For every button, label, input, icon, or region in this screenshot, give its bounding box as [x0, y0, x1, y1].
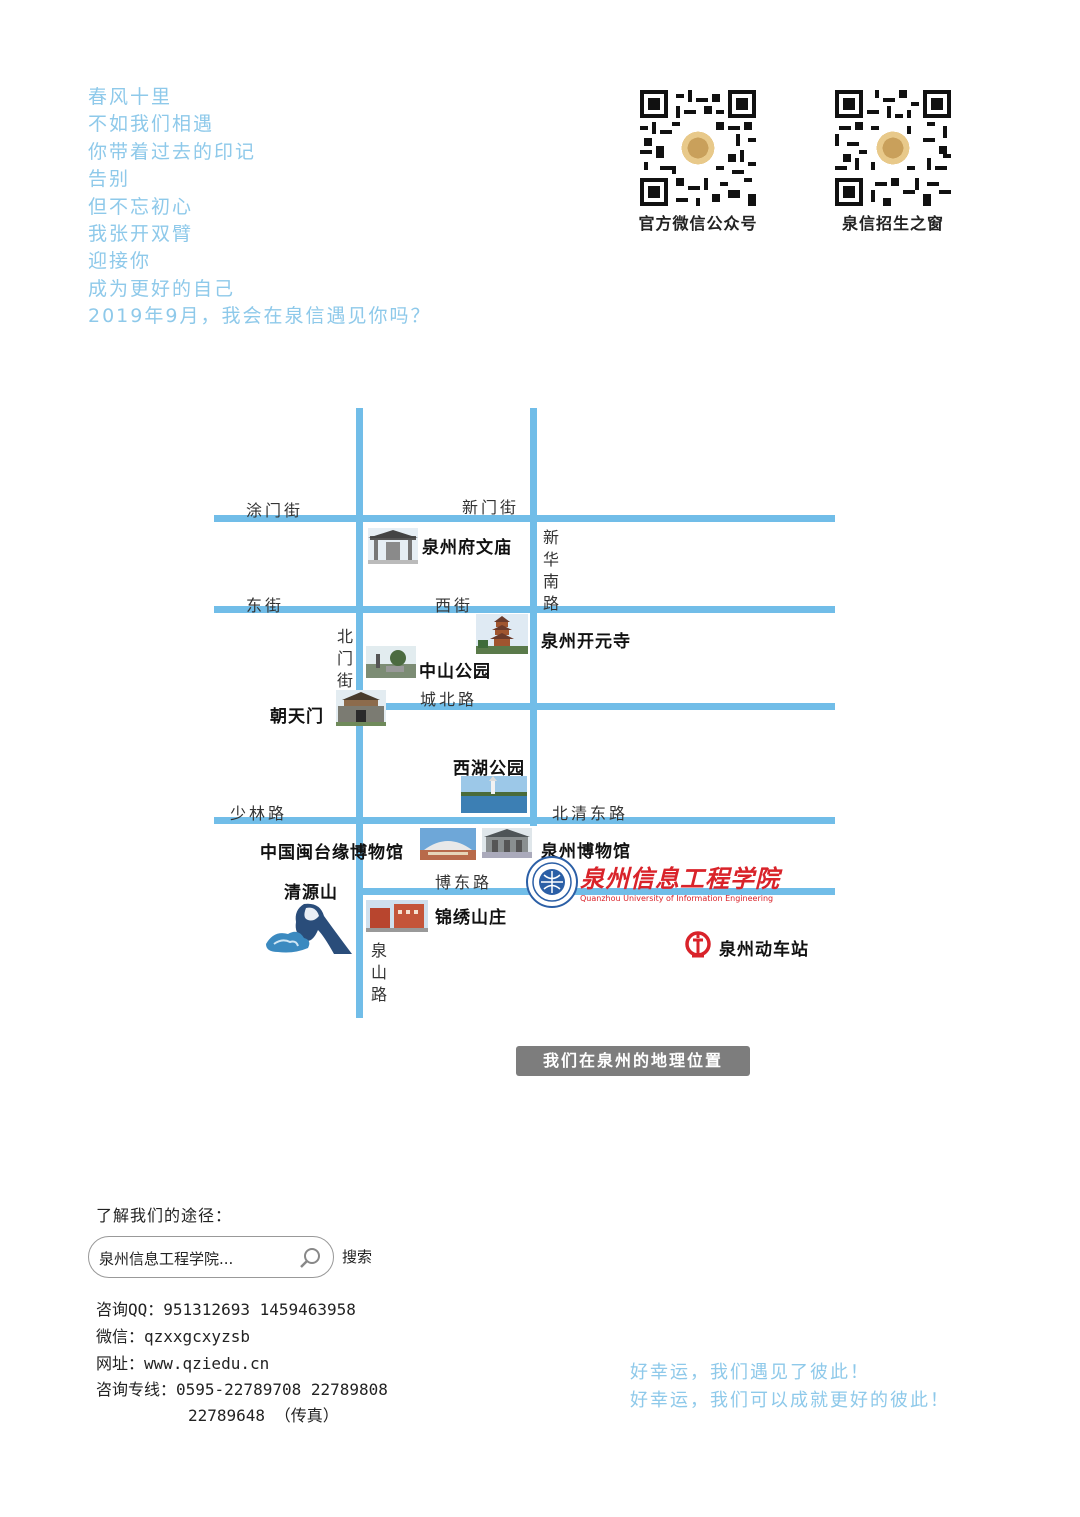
qingyuan-illustration [264, 900, 354, 958]
road-label: 北清东路 [552, 804, 629, 823]
search-button[interactable]: 搜索 [342, 1248, 373, 1266]
poem-line: 迎接你 [88, 250, 152, 273]
road-chengbei [372, 703, 835, 710]
place-label: 泉州府文庙 [422, 538, 512, 558]
road-label: 城北路 [420, 690, 478, 709]
road-label: 泉山路 [370, 941, 387, 1004]
road-label: 少林路 [230, 804, 288, 823]
road-dong-xi [214, 606, 835, 613]
road-label: 新华南路 [542, 528, 559, 613]
search-input[interactable]: 泉州信息工程学院... [99, 1250, 234, 1268]
jinxiu-photo [366, 900, 428, 932]
poem-line: 成为更好的自己 [88, 277, 236, 300]
qr-caption: 泉信招生之窗 [841, 214, 944, 233]
place-label: 泉州开元寺 [541, 632, 631, 652]
poem-line: 不如我们相遇 [88, 113, 215, 136]
road-label: 涂门街 [246, 501, 304, 520]
road-tumen [214, 515, 835, 522]
poem-line: 2019年9月，我会在泉信遇见你吗？ [88, 305, 432, 328]
place-label: 中山公园 [419, 662, 491, 682]
place-label: 泉州动车站 [719, 940, 809, 960]
road-bodong [362, 888, 835, 895]
location-banner: 我们在泉州的地理位置 [516, 1046, 750, 1076]
road-label: 北门街 [336, 627, 353, 690]
qr-admissions[interactable]: 泉信招生之窗 [835, 90, 955, 234]
contact-fax: 22789648 （传真） [188, 1406, 339, 1425]
kaiyuan-photo [476, 614, 528, 654]
school-emblem [526, 856, 578, 908]
qr-caption: 官方微信公众号 [638, 214, 758, 233]
blessing-line: 好幸运，我们可以成就更好的彼此！ [630, 1390, 950, 1411]
contact-hotline: 咨询专线：0595-22789708 22789808 [96, 1380, 388, 1399]
road-xinhua [530, 408, 537, 826]
railway-icon [684, 930, 712, 960]
contact-wechat: 微信：qzxxgcxyzsb [96, 1327, 250, 1346]
road-label: 西街 [435, 596, 474, 615]
mintai-photo [420, 828, 476, 860]
blessing-line: 好幸运，我们遇见了彼此！ [630, 1362, 870, 1383]
search-box[interactable]: 泉州信息工程学院... [88, 1236, 334, 1278]
school-name-cn: 泉州信息工程学院 [580, 864, 780, 893]
place-label: 锦绣山庄 [435, 908, 507, 928]
chaotianmen-photo [336, 690, 386, 726]
road-label: 博东路 [435, 873, 493, 892]
xihu-photo [461, 776, 527, 813]
road-label: 东街 [246, 596, 285, 615]
contact-heading: 了解我们的途径： [96, 1206, 233, 1225]
poem: 春风十里 不如我们相遇 你带着过去的印记 告别 但不忘初心 我张开双臂 迎接你 … [88, 84, 431, 331]
place-label: 西湖公园 [453, 759, 525, 779]
qr-official-wechat[interactable]: 官方微信公众号 [638, 90, 760, 234]
road-label: 新门街 [462, 498, 520, 517]
place-label: 中国闽台缘博物馆 [260, 843, 404, 863]
qr-code-icon [640, 90, 756, 206]
quanzhou-museum-photo [482, 828, 532, 858]
place-label: 清源山 [284, 883, 338, 903]
place-label: 泉州博物馆 [541, 842, 631, 862]
location-map: 涂门街 新门街 东街 西街 新华南路 北门街 城北路 少林路 北清东路 博东路 … [214, 408, 835, 1018]
qr-code-icon [835, 90, 951, 206]
search-icon[interactable] [299, 1246, 323, 1270]
contact-website[interactable]: 网址：www.qziedu.cn [96, 1354, 270, 1373]
poem-line: 春风十里 [88, 86, 173, 108]
poem-line: 你带着过去的印记 [88, 140, 257, 163]
contact-qq: 咨询QQ：951312693 1459463958 [96, 1300, 356, 1319]
fuwenmiao-photo [368, 528, 418, 564]
poem-line: 但不忘初心 [88, 195, 194, 218]
zhongshan-photo [366, 646, 416, 678]
poem-line: 我张开双臂 [88, 223, 194, 246]
place-label: 朝天门 [270, 707, 324, 727]
school-name-en: Quanzhou University of Information Engin… [580, 894, 774, 903]
poem-line: 告别 [88, 168, 131, 191]
road-shaolin [214, 817, 835, 824]
